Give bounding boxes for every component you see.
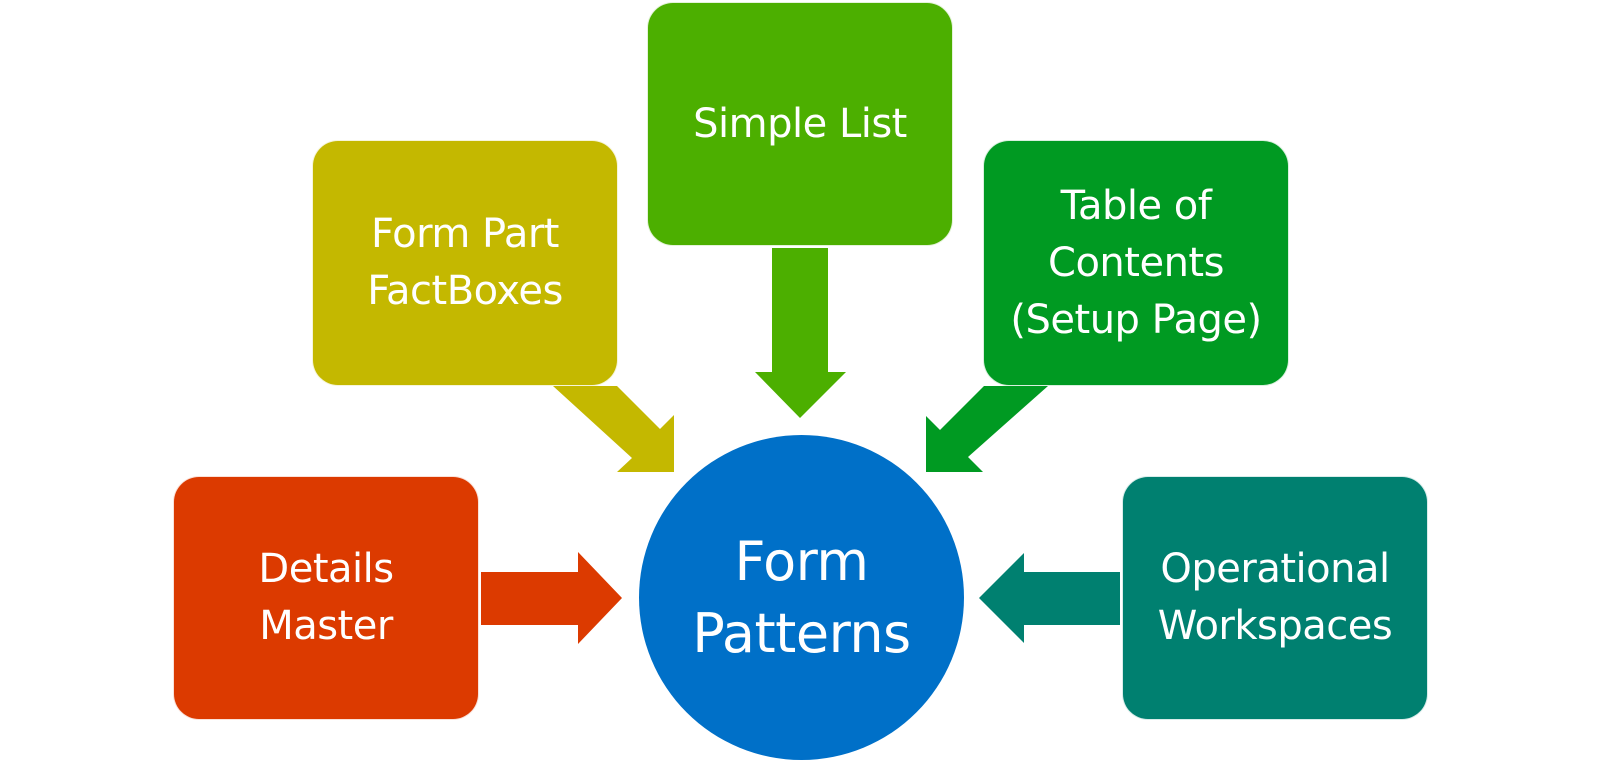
node-label: Simple List	[693, 100, 907, 147]
arrow-operational-to-hub	[979, 553, 1120, 643]
node-label: Form Part FactBoxes	[367, 211, 563, 314]
node-simple-list: Simple List	[647, 2, 953, 246]
node-table-of-contents: Table of Contents (Setup Page)	[983, 140, 1289, 386]
node-form-part-factboxes: Form Part FactBoxes	[312, 140, 618, 386]
arrow-factboxes-to-hub	[553, 386, 674, 472]
node-label: Table of Contents (Setup Page)	[1010, 182, 1262, 343]
node-label: Details Master	[258, 546, 394, 649]
node-details-master: Details Master	[173, 476, 479, 720]
arrow-simple-list-to-hub	[755, 248, 846, 418]
hub-label: Form Patterns	[692, 529, 911, 665]
node-operational-workspaces: Operational Workspaces	[1122, 476, 1428, 720]
node-label: Operational Workspaces	[1157, 546, 1393, 649]
hub-form-patterns: Form Patterns	[639, 435, 964, 760]
arrow-toc-to-hub	[926, 386, 1048, 472]
arrow-details-master-to-hub	[481, 552, 622, 644]
